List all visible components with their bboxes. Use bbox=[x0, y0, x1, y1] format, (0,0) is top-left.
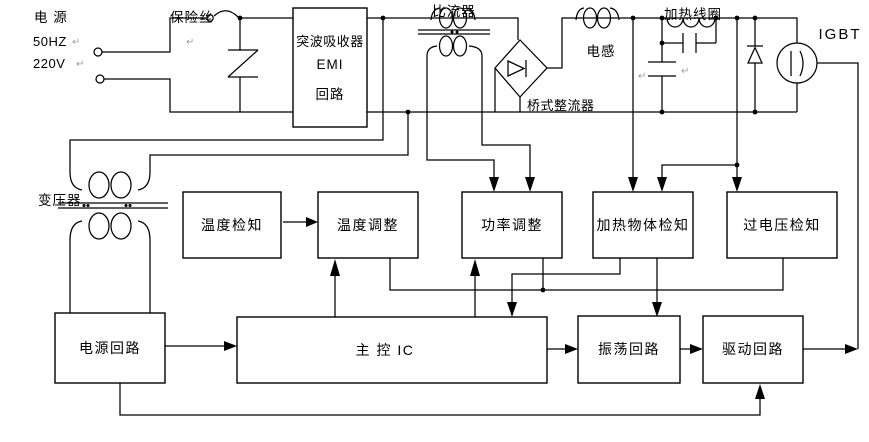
power-adjust-label: 功率调整 bbox=[481, 217, 543, 233]
transformer-primary-coil bbox=[110, 171, 132, 199]
source-voltage: 220V bbox=[33, 56, 65, 71]
emi-label-line1: 突波吸收器 bbox=[296, 34, 364, 49]
bridge-label: 桥式整流器 bbox=[527, 98, 595, 113]
return-mark: ↵ bbox=[681, 66, 689, 77]
wires bbox=[58, 10, 859, 416]
ct-primary-coil bbox=[438, 7, 454, 29]
emi-box bbox=[292, 7, 368, 128]
return-mark: ↵ bbox=[186, 37, 194, 48]
power-supply-box bbox=[54, 312, 166, 384]
transformer-core-dot bbox=[82, 203, 86, 208]
wire-dc-rail bbox=[580, 17, 798, 43]
ct-primary-coil bbox=[452, 7, 468, 29]
bridge-diamond bbox=[494, 39, 548, 98]
source-label: 电 源 bbox=[34, 10, 68, 25]
ct-core-dot bbox=[450, 30, 454, 34]
transformer-primary-coil bbox=[88, 171, 110, 199]
temp-adjust-box bbox=[317, 191, 419, 259]
transformer-core-dot bbox=[128, 203, 132, 208]
return-mark: ↵ bbox=[72, 37, 80, 48]
transformer-core bbox=[58, 202, 168, 209]
link-pandetect-ic bbox=[511, 258, 621, 302]
ct-secondary-coil bbox=[452, 35, 468, 57]
ct-secondary-left bbox=[426, 56, 495, 177]
transformer-top-arcs bbox=[69, 171, 151, 191]
power-adjust-box bbox=[461, 191, 563, 259]
link-psu-driver-feedback bbox=[119, 383, 761, 416]
transformer-secondary-legs bbox=[69, 240, 151, 313]
filter-cap bbox=[648, 61, 676, 112]
temp-adjust-label: 温度调整 bbox=[337, 217, 399, 233]
transformer-label: 变压器 bbox=[38, 193, 82, 208]
terminal-neutral bbox=[95, 74, 105, 84]
oscillator-label: 振荡回路 bbox=[598, 341, 660, 357]
wire-live-in bbox=[102, 17, 206, 53]
return-mark-artifacts: ↵ ↵ ↵ ↵ ↵ bbox=[72, 37, 689, 82]
terminal-live bbox=[93, 47, 103, 57]
power-supply-label: 电源回路 bbox=[79, 340, 141, 356]
labels: 电 源 50HZ 220V 保险丝 突波吸收器 EMI 回路 比流器 桥式整流器… bbox=[33, 4, 861, 358]
damper-diode-branch bbox=[747, 18, 763, 112]
temp-detect-box bbox=[182, 191, 282, 259]
pan-detect-box bbox=[592, 191, 694, 259]
wire-neutral-in bbox=[104, 78, 293, 113]
ct-core bbox=[418, 29, 490, 35]
overvoltage-detect-box bbox=[726, 191, 838, 259]
inductor-coil bbox=[582, 7, 598, 29]
igbt-gate-lead bbox=[817, 62, 859, 349]
blocks bbox=[54, 7, 838, 384]
heating-coil-label: 加热线圈 bbox=[664, 7, 722, 22]
transformer-tap-live bbox=[69, 18, 384, 172]
junction-dots bbox=[237, 15, 758, 293]
fuse-body bbox=[206, 14, 214, 22]
return-mark: ↵ bbox=[638, 71, 646, 82]
transformer-core-dot bbox=[86, 203, 90, 208]
bridge-dc-plus bbox=[547, 17, 580, 69]
sense-coil-line bbox=[661, 18, 738, 177]
transformer-tap-neutral bbox=[149, 112, 409, 172]
varistor-branch bbox=[227, 18, 259, 112]
emi-label-line3: 回路 bbox=[316, 87, 345, 102]
resonant-cap-branch bbox=[661, 18, 717, 62]
pan-detect-label: 加热物体检知 bbox=[597, 217, 690, 233]
inductor-label: 电感 bbox=[587, 43, 616, 59]
source-frequency: 50HZ bbox=[33, 34, 67, 49]
driver-box bbox=[702, 315, 804, 384]
igbt-inner bbox=[790, 50, 804, 77]
fuse-arc bbox=[213, 10, 239, 18]
ct-core-dot bbox=[455, 30, 459, 34]
igbt-body bbox=[776, 42, 818, 84]
fuse-label: 保险丝 bbox=[170, 10, 214, 25]
transformer-core-dot bbox=[124, 203, 128, 208]
component-symbols bbox=[82, 7, 818, 240]
oscillator-box bbox=[577, 315, 681, 384]
ct-primary-arcs bbox=[430, 7, 476, 21]
emi-label-line2: EMI bbox=[316, 57, 343, 72]
transformer-bottom-arcs bbox=[69, 220, 151, 241]
current-transformer-label: 比流器 bbox=[432, 4, 476, 19]
temp-detect-label: 温度检知 bbox=[201, 217, 263, 233]
ct-secondary-right bbox=[481, 56, 531, 177]
transformer-secondary-coil bbox=[88, 212, 110, 240]
bridge-diode-triangle bbox=[507, 60, 526, 77]
driver-label: 驱动回路 bbox=[722, 341, 784, 357]
transformer-secondary-coil bbox=[110, 212, 132, 240]
igbt-label: IGBT bbox=[818, 26, 861, 43]
wire-top-rail bbox=[367, 17, 519, 40]
damper-diode-triangle bbox=[747, 45, 763, 64]
arrow-heads bbox=[224, 177, 858, 399]
main-ic-box bbox=[236, 316, 548, 384]
ct-secondary-arcs bbox=[426, 45, 483, 57]
main-ic-label: 主 控 IC bbox=[356, 342, 415, 358]
inductor-coil bbox=[596, 7, 612, 29]
heating-coil-bumps bbox=[666, 17, 716, 28]
return-mark: ↵ bbox=[76, 59, 84, 70]
overvoltage-detect-label: 过电压检知 bbox=[743, 217, 821, 233]
inductor-arcs bbox=[575, 7, 620, 21]
ct-secondary-coil bbox=[438, 35, 454, 57]
